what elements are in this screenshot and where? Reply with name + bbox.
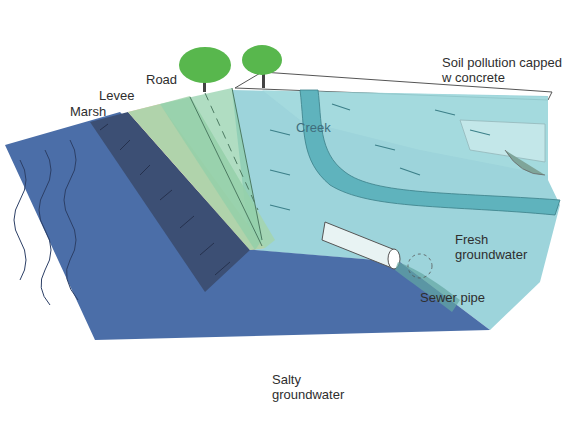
arrow — [332, 104, 350, 110]
hatch — [120, 140, 130, 150]
arrow — [270, 170, 290, 175]
arrow — [270, 205, 290, 210]
hatch — [160, 190, 172, 200]
trees — [179, 45, 282, 92]
tree-crown — [242, 45, 282, 75]
arrow — [270, 130, 290, 135]
wave — [14, 160, 26, 280]
hatch — [180, 216, 194, 228]
road — [160, 88, 262, 250]
pipe-body — [322, 222, 395, 268]
wave — [64, 140, 78, 300]
part-label: Salty groundwater — [272, 372, 372, 402]
hatch — [200, 243, 214, 255]
part-label: Levee — [99, 88, 159, 103]
part-label: Creek — [296, 120, 356, 135]
arrow — [375, 145, 395, 150]
hatch — [215, 262, 230, 275]
road-edge — [232, 88, 262, 240]
road-line — [190, 97, 262, 246]
part-label: Road — [146, 72, 206, 87]
concrete-cap — [460, 120, 545, 162]
polluted-soil — [505, 150, 545, 175]
arrow — [470, 130, 490, 135]
arrow — [400, 168, 420, 175]
part-label: Sewer pipe — [420, 290, 510, 305]
creek — [300, 90, 560, 215]
arrow — [435, 110, 455, 115]
hatch — [140, 165, 150, 175]
leak-circle — [408, 254, 432, 278]
part-label: Soil pollution capped w concrete — [442, 55, 567, 85]
flow-arrows — [270, 104, 490, 210]
road-centerline — [205, 93, 258, 210]
tree-crown — [179, 47, 231, 83]
part-label: Marsh — [70, 104, 130, 119]
part-label: Fresh groundwater — [455, 232, 545, 262]
hatch — [100, 124, 108, 130]
wave — [39, 150, 51, 305]
